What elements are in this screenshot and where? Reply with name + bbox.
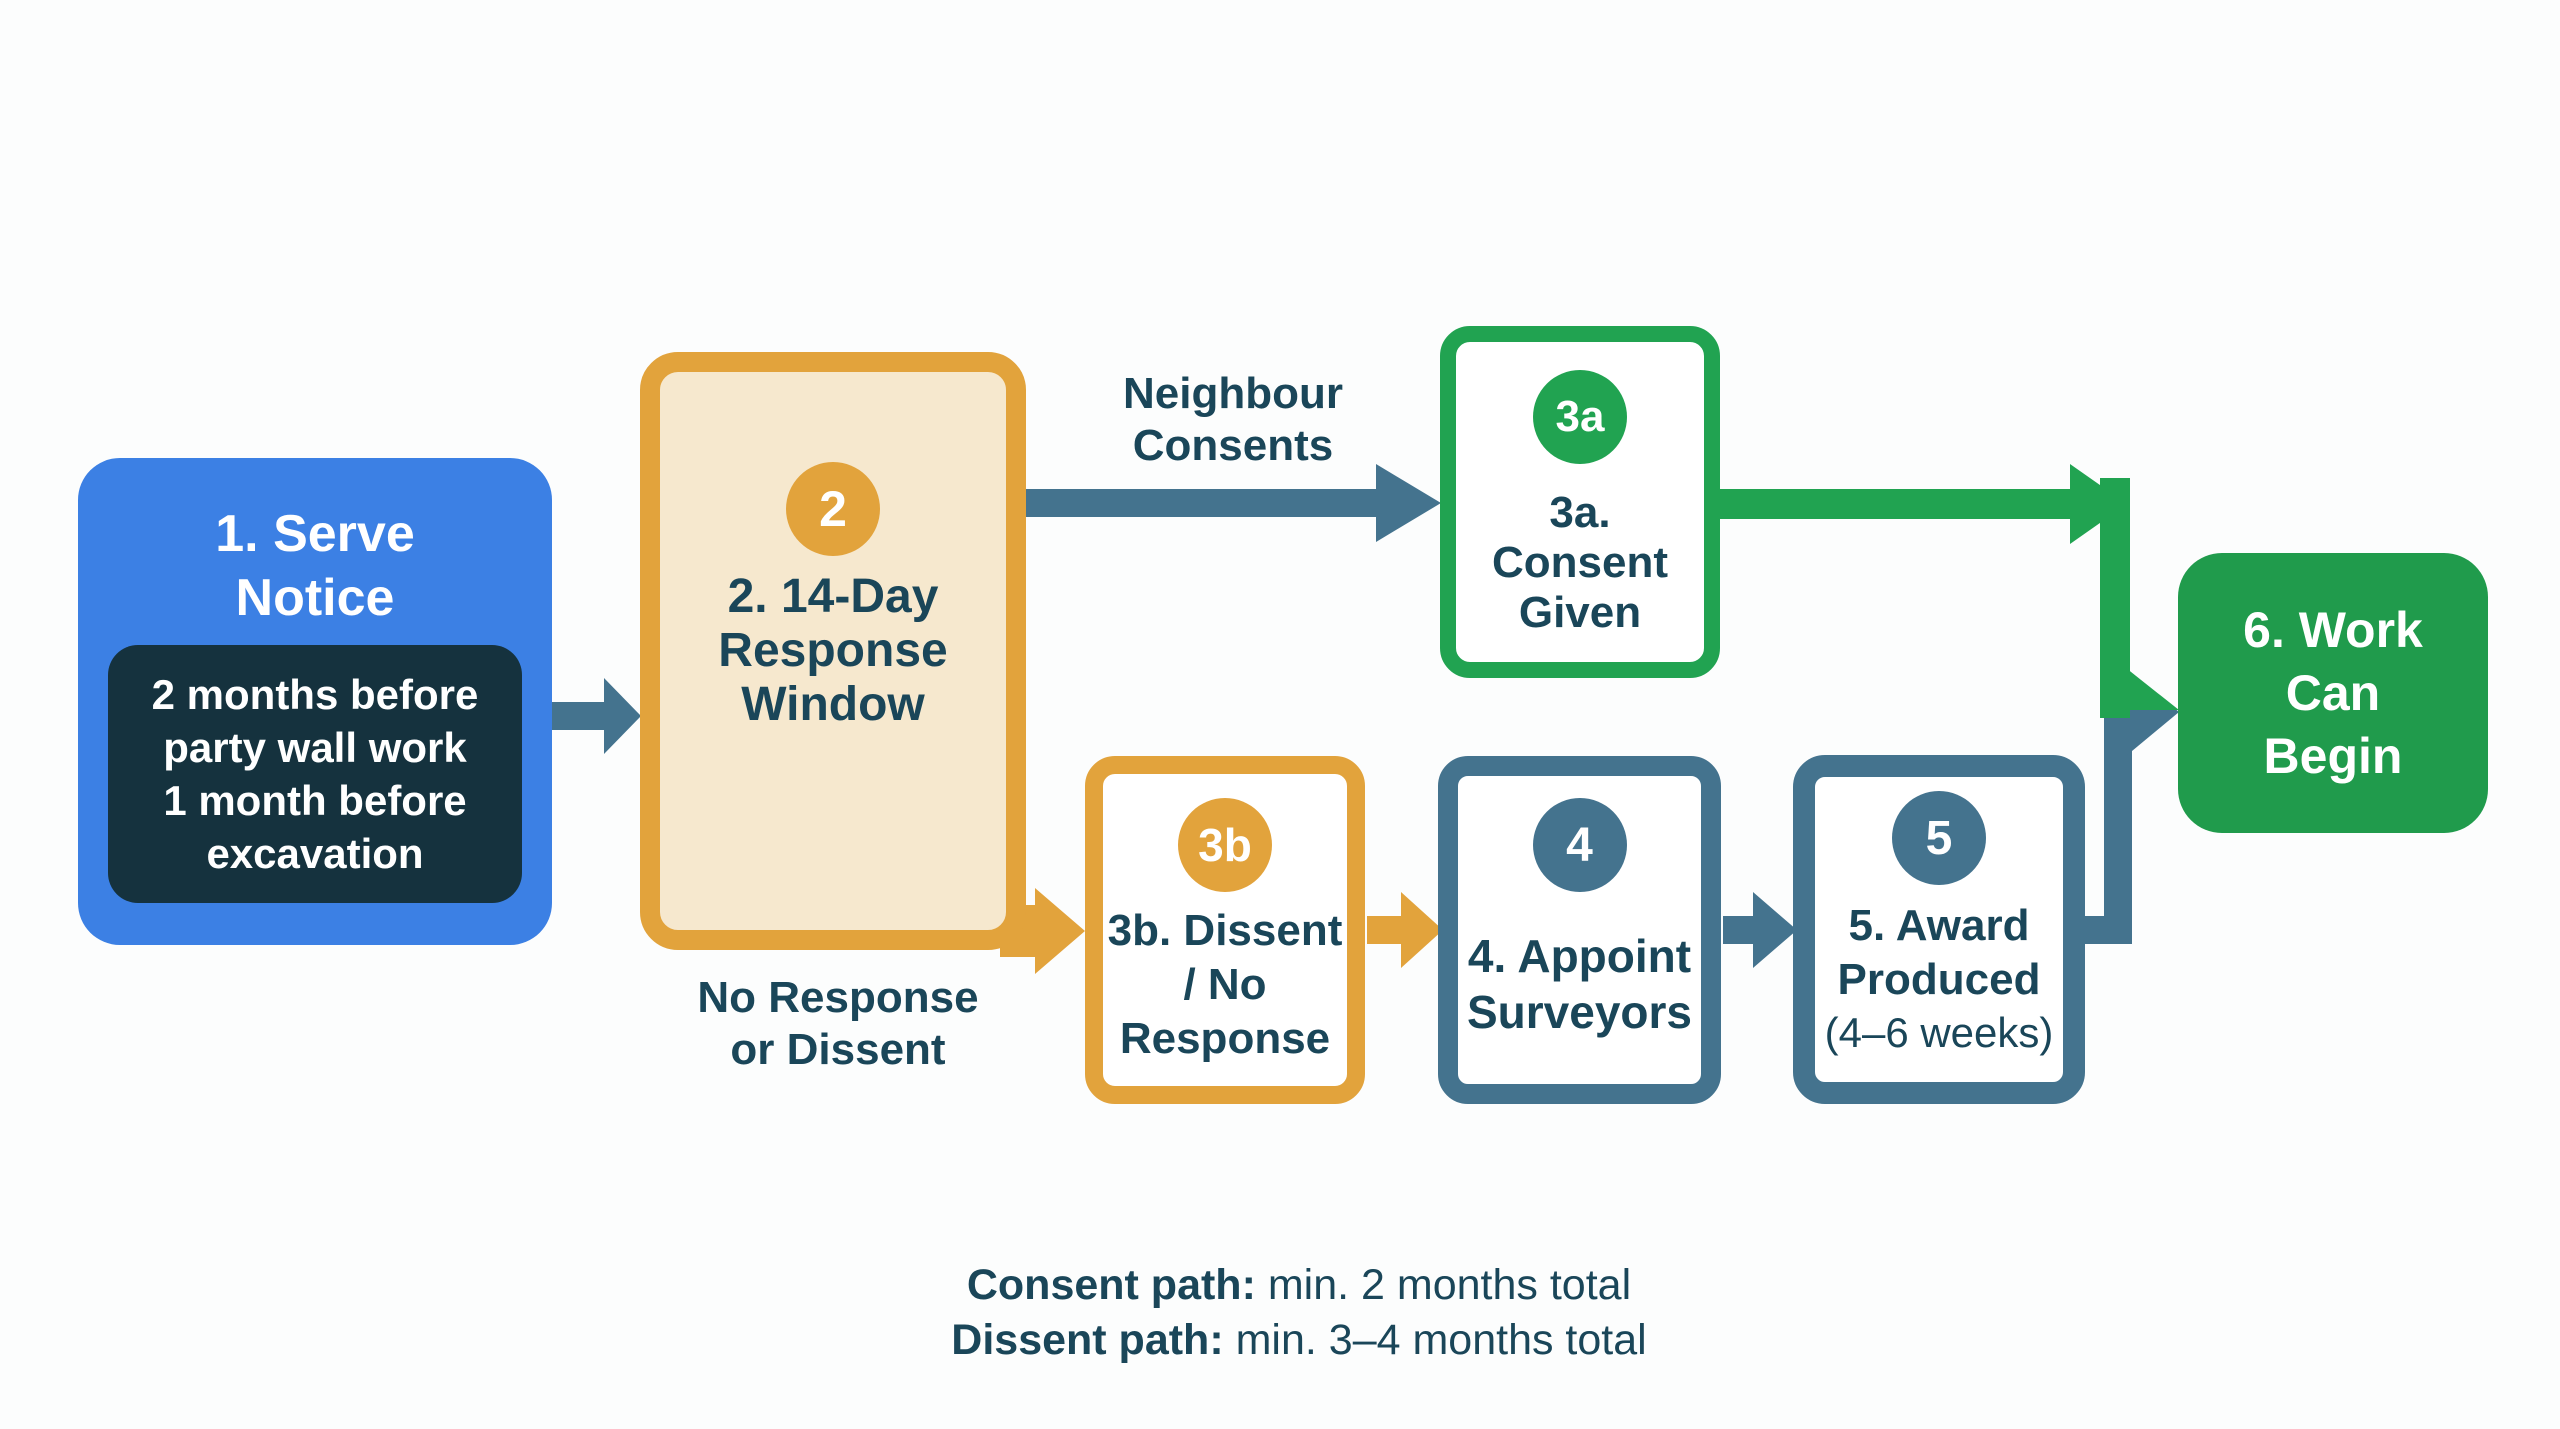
node-work-can-begin: 6. Work Can Begin	[2178, 553, 2488, 833]
label-neighbour-consents: Neighbour Consents	[1123, 369, 1343, 470]
arrow-consent-to-merge	[1720, 464, 2127, 544]
step-badge-3a: 3a	[1533, 370, 1627, 464]
consent-given-title: 3a. Consent Given	[1492, 488, 1668, 637]
step-badge-2: 2	[786, 462, 880, 556]
award-produced-title: 5. Award Produced	[1837, 901, 2041, 1004]
caption-consent-text: min. 2 months total	[1255, 1261, 1632, 1309]
serve-notice-title: 1. Serve Notice	[215, 505, 415, 627]
node-response-window: 2 2. 14-Day Response Window	[640, 352, 1026, 950]
arrow-serve-to-window	[550, 678, 641, 754]
node-dissent-no-response: 3b 3b. Dissent / No Response	[1085, 756, 1365, 1104]
arrow-window-to-consent	[1024, 464, 1441, 542]
connector-consent-vertical	[2100, 478, 2130, 718]
appoint-surveyors-title: 4. Appoint Surveyors	[1466, 930, 1692, 1038]
node-consent-given: 3a 3a. Consent Given	[1440, 326, 1720, 678]
arrowhead-consent-to-work	[2126, 668, 2179, 710]
step-badge-4: 4	[1532, 798, 1627, 892]
node-award-produced: 5 5. Award Produced (4–6 weeks)	[1793, 755, 2085, 1104]
node-appoint-surveyors: 4 4. Appoint Surveyors	[1438, 756, 1721, 1104]
caption-consent-label: Consent path:	[966, 1261, 1256, 1309]
caption-dissent-text: min. 3–4 months total	[1223, 1316, 1647, 1364]
award-produced-duration: (4–6 weeks)	[1824, 1009, 2054, 1056]
serve-notice-detail: 2 months before party wall work 1 month …	[151, 671, 479, 877]
step-badge-3b: 3b	[1178, 798, 1272, 892]
node-serve-notice: 1. Serve Notice 2 months before party wa…	[78, 458, 552, 945]
work-can-begin-title: 6. Work Can Begin	[2243, 601, 2423, 784]
timeline-caption: Consent path: min. 2 months total Dissen…	[899, 1258, 1699, 1368]
caption-dissent-path: Dissent path: min. 3–4 months total	[899, 1313, 1699, 1368]
serve-notice-detail-panel: 2 months before party wall work 1 month …	[108, 645, 522, 903]
arrow-dissent-to-surveyors	[1367, 892, 1443, 968]
caption-dissent-label: Dissent path:	[951, 1316, 1224, 1364]
step-badge-5: 5	[1892, 791, 1986, 885]
caption-consent-path: Consent path: min. 2 months total	[899, 1258, 1699, 1313]
response-window-title: 2. 14-Day Response Window	[718, 570, 948, 731]
arrow-surveyors-to-award	[1723, 892, 1797, 968]
dissent-no-response-title: 3b. Dissent / No Response	[1107, 906, 1343, 1063]
label-no-response-or-dissent: No Response or Dissent	[697, 973, 979, 1074]
